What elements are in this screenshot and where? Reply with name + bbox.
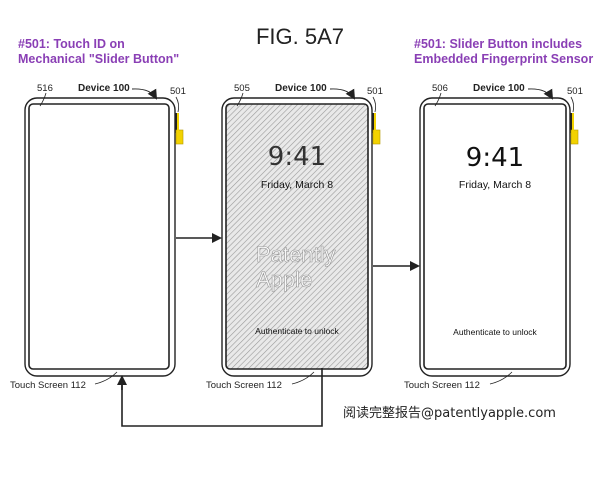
- watermark-line2: Apple: [256, 267, 312, 292]
- return-arrow-line: [121, 368, 323, 427]
- touch-screen-label: Touch Screen 112: [404, 380, 480, 391]
- device-panel-2: 9:41 Friday, March 8 Patently Apple Auth…: [206, 83, 383, 391]
- device-body: [24, 97, 176, 377]
- device-label: Device 100: [473, 83, 525, 94]
- watermark-line1: Patently: [256, 242, 336, 267]
- device-body: [419, 97, 571, 377]
- device-label: Device 100: [78, 83, 130, 94]
- device-panel-1: 516 Device 100 501 Touch Screen 112: [10, 83, 186, 391]
- caption-right-line2: Embedded Fingerprint Sensor: [414, 52, 593, 66]
- screen-ref: 516: [37, 83, 53, 94]
- caption-left-line1: #501: Touch ID on: [18, 37, 125, 51]
- device-label: Device 100: [275, 83, 327, 94]
- button-ref: 501: [170, 86, 186, 97]
- screen: [423, 103, 567, 370]
- device-body: [221, 97, 373, 377]
- caption-right-line1: #501: Slider Button includes: [414, 37, 582, 51]
- screen: [225, 103, 369, 370]
- date-text: Friday, March 8: [459, 179, 531, 191]
- screen-ref: 505: [234, 83, 250, 94]
- caption-left-line2: Mechanical "Slider Button": [18, 52, 179, 66]
- touch-screen-label: Touch Screen 112: [10, 380, 86, 391]
- auth-text: Authenticate to unlock: [453, 327, 537, 337]
- figure-title: FIG. 5A7: [256, 24, 344, 49]
- touch-screen-label: Touch Screen 112: [206, 380, 282, 391]
- screen: [28, 103, 170, 370]
- button-ref: 501: [567, 86, 583, 97]
- clock-time: 9:41: [466, 143, 524, 173]
- clock-time: 9:41: [268, 142, 326, 172]
- date-text: Friday, March 8: [261, 179, 333, 191]
- auth-text: Authenticate to unlock: [255, 326, 339, 336]
- device-panel-3: 9:41 Friday, March 8 Authenticate to unl…: [404, 83, 583, 391]
- footer-source: 阅读完整报告@patentlyapple.com: [343, 406, 556, 421]
- slider-button: [175, 129, 184, 145]
- screen-ref: 506: [432, 83, 448, 94]
- slider-button: [372, 129, 381, 145]
- slider-button: [570, 129, 579, 145]
- button-ref: 501: [367, 86, 383, 97]
